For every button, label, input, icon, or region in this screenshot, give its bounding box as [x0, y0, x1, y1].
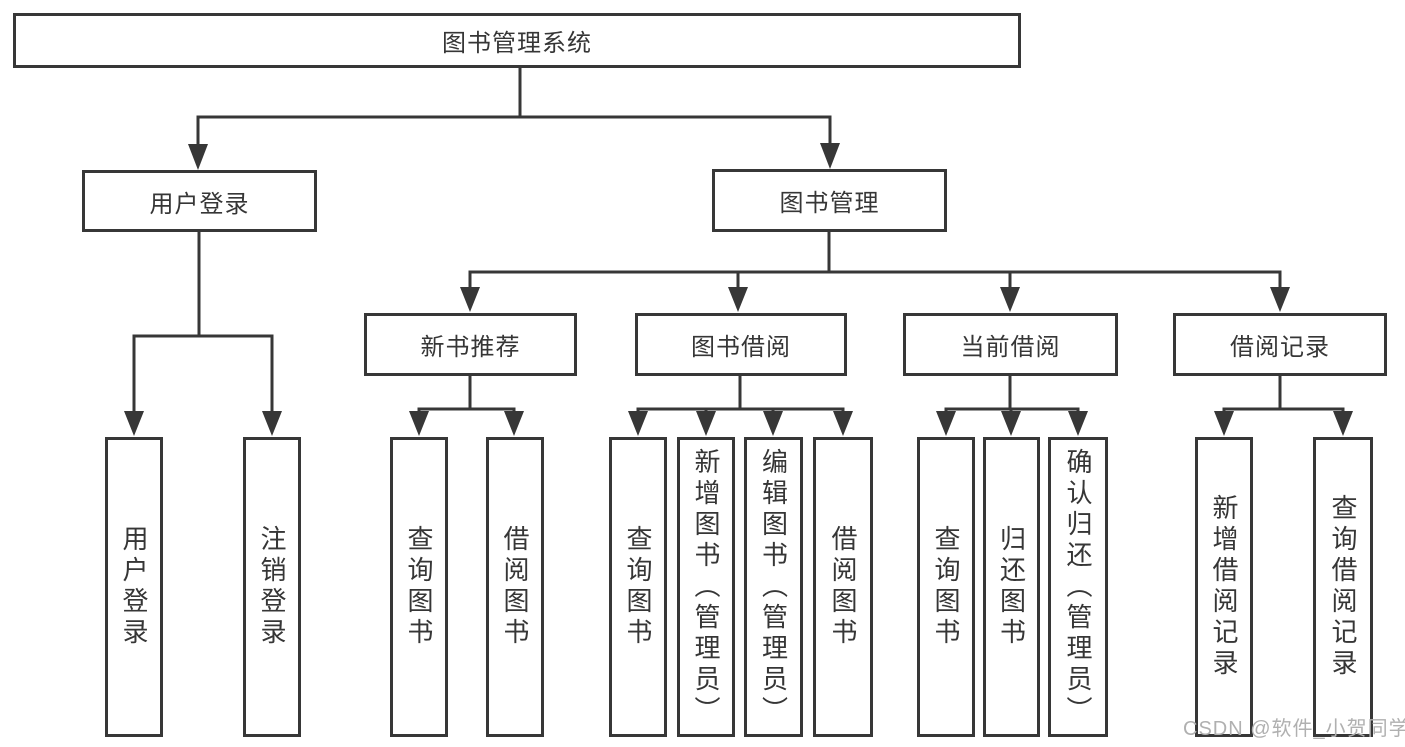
leaf-borrow-books-recommend: 借阅图书	[486, 437, 544, 737]
leaf-label: 借阅图书	[828, 525, 858, 649]
leaf-label: 新增借阅记录	[1209, 494, 1239, 680]
leaf-label: 新增图书（管理员）	[691, 447, 721, 727]
leaf-edit-books-admin: 编辑图书（管理员）	[744, 437, 803, 737]
node-book-borrowing: 图书借阅	[635, 313, 847, 376]
leaf-label: 注销登录	[257, 525, 287, 649]
leaf-label: 查询借阅记录	[1328, 494, 1358, 680]
leaf-query-borrow-record: 查询借阅记录	[1313, 437, 1373, 737]
leaf-label: 编辑图书（管理员）	[758, 447, 789, 727]
leaf-label: 确认归还（管理员）	[1063, 447, 1093, 727]
leaf-label: 用户登录	[119, 525, 149, 649]
leaf-query-books-borrow: 查询图书	[609, 437, 667, 737]
leaf-label: 查询图书	[623, 525, 653, 649]
csdn-watermark: CSDN @软件_小贺同学	[1183, 718, 1405, 740]
leaf-query-books-recommend: 查询图书	[390, 437, 448, 737]
node-user-login-group: 用户登录	[82, 170, 317, 232]
node-label: 图书管理系统	[442, 30, 592, 57]
leaf-add-borrow-record: 新增借阅记录	[1195, 437, 1253, 737]
leaf-logout: 注销登录	[243, 437, 301, 737]
leaf-label: 查询图书	[404, 525, 434, 649]
node-new-book-recommendation: 新书推荐	[364, 313, 577, 376]
leaf-label: 查询图书	[931, 525, 961, 649]
leaf-user-login: 用户登录	[105, 437, 163, 737]
node-label: 用户登录	[149, 190, 250, 218]
node-label: 新书推荐	[420, 334, 521, 361]
node-label: 图书管理	[779, 190, 880, 217]
leaf-return-books: 归还图书	[983, 437, 1040, 737]
leaf-confirm-return-admin: 确认归还（管理员）	[1048, 437, 1108, 737]
leaf-borrow-books: 借阅图书	[813, 437, 873, 737]
node-borrowing-records: 借阅记录	[1173, 313, 1387, 376]
node-book-management: 图书管理	[712, 169, 947, 232]
leaf-label: 归还图书	[996, 525, 1027, 649]
leaf-add-books-admin: 新增图书（管理员）	[677, 437, 735, 737]
node-label: 当前借阅	[960, 334, 1061, 361]
node-label: 图书借阅	[691, 334, 791, 361]
leaf-query-books-current: 查询图书	[917, 437, 975, 737]
node-library-system: 图书管理系统	[13, 13, 1021, 68]
node-label: 借阅记录	[1230, 334, 1330, 361]
node-current-borrowing: 当前借阅	[903, 313, 1118, 376]
leaf-label: 借阅图书	[500, 525, 530, 649]
